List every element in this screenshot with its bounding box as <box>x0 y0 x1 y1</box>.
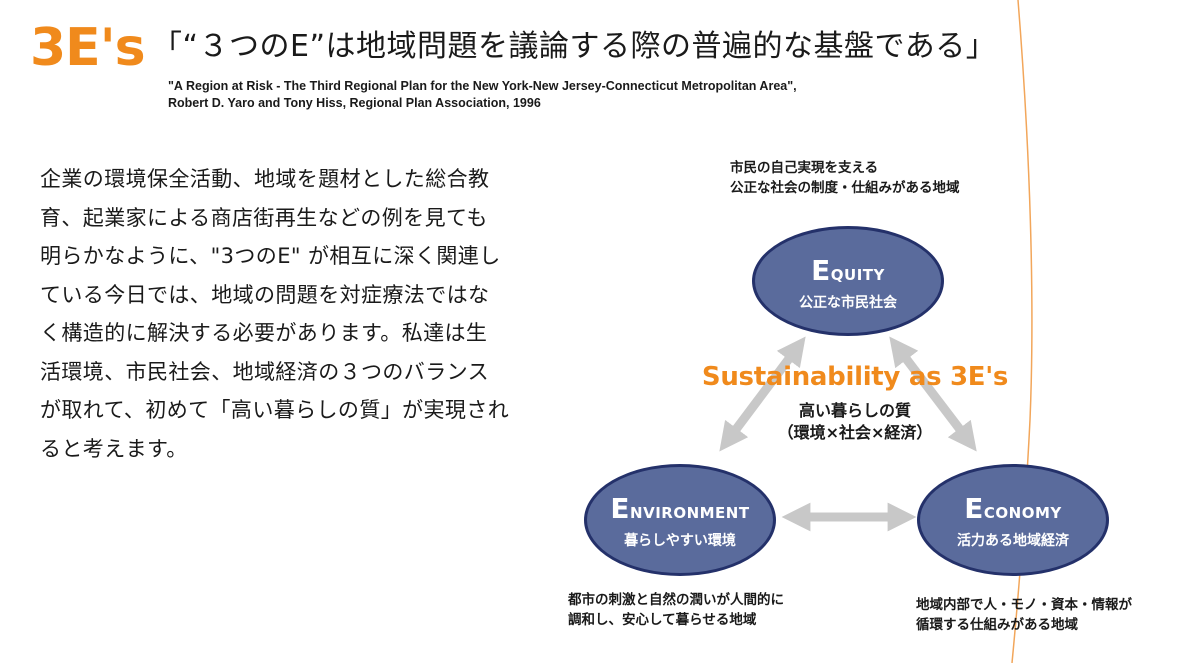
node-economy: ECONOMY 活力ある地域経済 <box>917 464 1109 576</box>
center-sub-line: （環境×社会×経済） <box>777 423 933 442</box>
center-title: Sustainability as 3E's <box>701 362 1009 392</box>
arrow-equity-environment <box>719 336 806 452</box>
node-label-en: ENVIRONMENT <box>610 492 750 525</box>
body-line: 明らかなように、"3つのE" が相互に深く関連し <box>40 244 501 268</box>
body-line: 企業の環境保全活動、地域を題材とした総合教 <box>40 167 490 191</box>
body-line: 活環境、市民社会、地域経済の３つのバランス <box>40 359 489 384</box>
node-label-ja: 活力ある地域経済 <box>957 533 1069 549</box>
page-title: 「“３つのE”は地域問題を議論する際の普遍的な基盤である」 <box>152 29 997 64</box>
center-sub-line: 高い暮らしの質 <box>798 401 911 420</box>
citation: "A Region at Risk - The Third Regional P… <box>168 78 797 112</box>
logo: 3E's <box>30 18 146 78</box>
body-line: く構造的に解決する必要があります。私達は生 <box>40 321 488 345</box>
caption-line: 地域内部で人・モノ・資本・情報が <box>916 597 1132 613</box>
node-label-en: EQUITY <box>811 254 885 287</box>
caption-line: 都市の刺激と自然の潤いが人間的に <box>568 592 784 608</box>
body-line: ると考えます。 <box>40 436 188 461</box>
center-subtitle: 高い暮らしの質 （環境×社会×経済） <box>700 400 1010 444</box>
body-paragraph: 企業の環境保全活動、地域を題材とした総合教 育、起業家による商店街再生などの例を… <box>40 160 540 468</box>
node-equity: EQUITY 公正な市民社会 <box>752 226 944 336</box>
body-line: が取れて、初めて「高い暮らしの質」が実現され <box>40 398 510 422</box>
caption-line: 循環する仕組みがある地域 <box>916 617 1078 633</box>
body-line: 育、起業家による商店街再生などの例を見ても <box>40 205 488 230</box>
caption-line: 公正な社会の制度・仕組みがある地域 <box>730 180 960 196</box>
node-environment: ENVIRONMENT 暮らしやすい環境 <box>584 464 776 576</box>
caption-equity: 市民の自己実現を支える 公正な社会の制度・仕組みがある地域 <box>730 158 960 198</box>
caption-environment: 都市の刺激と自然の潤いが人間的に 調和し、安心して暮らせる地域 <box>568 590 784 630</box>
caption-line: 調和し、安心して暮らせる地域 <box>568 612 757 628</box>
citation-line-2: Robert D. Yaro and Tony Hiss, Regional P… <box>168 96 541 110</box>
caption-line: 市民の自己実現を支える <box>730 160 879 176</box>
arrow-equity-economy <box>889 336 977 452</box>
body-line: ている今日では、地域の問題を対症療法ではな <box>40 282 490 307</box>
node-label-en: ECONOMY <box>964 492 1062 525</box>
node-label-ja: 暮らしやすい環境 <box>624 533 736 549</box>
node-label-ja: 公正な市民社会 <box>799 295 897 311</box>
caption-economy: 地域内部で人・モノ・資本・情報が 循環する仕組みがある地域 <box>916 595 1132 635</box>
citation-line-1: "A Region at Risk - The Third Regional P… <box>168 79 797 93</box>
